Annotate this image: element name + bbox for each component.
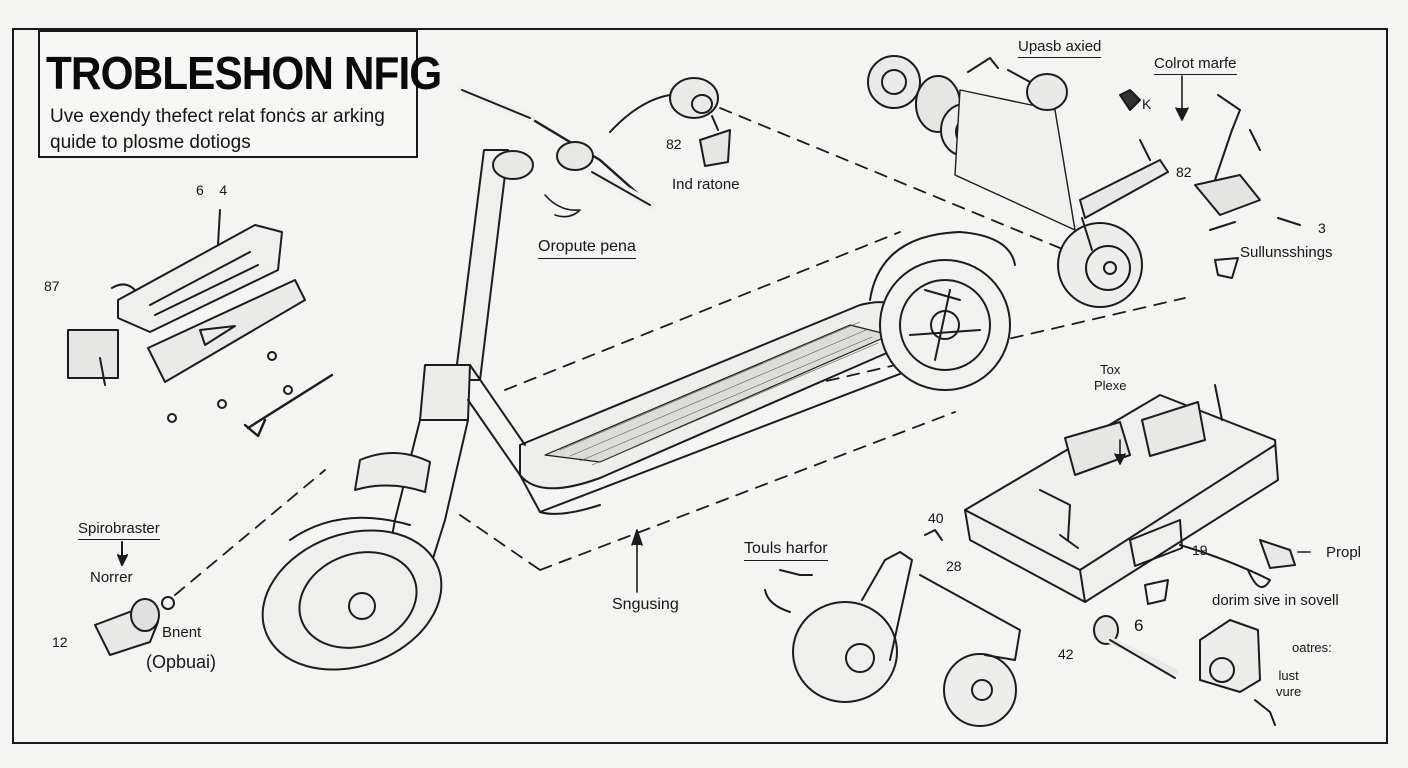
- battery-cover-part: [67, 209, 334, 438]
- callout-82-top: 82: [666, 136, 682, 152]
- bell-part: [609, 77, 731, 167]
- label-bnent: Bnent: [162, 624, 202, 641]
- caster-wheel: [1057, 89, 1301, 308]
- callout-40: 40: [928, 510, 944, 526]
- label-tox-plexe: Tox Plexe: [1094, 362, 1127, 393]
- handlebar: [457, 85, 655, 218]
- callout-6-4: 6 4: [196, 182, 228, 198]
- label-lust-vure: lust vure: [1276, 668, 1302, 699]
- label-ind-ratone: Ind ratone: [672, 176, 740, 193]
- label-norrer: Norrer: [90, 569, 133, 586]
- label-dorim-sive: dorim sive in sovell: [1212, 592, 1339, 609]
- connector-plug: [1093, 539, 1296, 726]
- title-panel: [38, 30, 418, 158]
- callout-12: 12: [52, 634, 68, 650]
- pointer-arrows: [631, 75, 1311, 593]
- label-propl: Propl: [1326, 544, 1362, 561]
- label-sullunsshings: Sullunsshings: [1240, 244, 1333, 261]
- callout-42: 42: [1058, 646, 1074, 662]
- label-oatres: oatres:: [1292, 640, 1332, 655]
- spindle-part: [94, 541, 175, 656]
- brake-caster-assembly: [764, 529, 1021, 727]
- front-wheel: [261, 516, 443, 671]
- page-subtitle: Uve exendy thefect relat fonċs ar arking…: [50, 106, 385, 153]
- scooter-deck: [519, 301, 911, 515]
- callout-3: 3: [1318, 220, 1326, 236]
- callout-28: 28: [946, 558, 962, 574]
- label-oropute-pena: Oropute pena: [538, 238, 636, 259]
- label-touls-harfor: Touls harfor: [744, 540, 828, 561]
- page-title: TROBLESHON NFIG: [46, 47, 442, 99]
- callout-k: K: [1142, 96, 1152, 112]
- diagram-frame: [12, 28, 1388, 744]
- rear-hub-parts: [867, 55, 1076, 231]
- label-spirobraster: Spirobraster: [78, 520, 160, 540]
- battery-pack: [964, 384, 1279, 605]
- callout-6: 6: [1134, 616, 1144, 635]
- label-sngusing: Sngusing: [612, 596, 679, 613]
- rear-wheel: [869, 231, 1016, 391]
- label-upasb-axied: Upasb axied: [1018, 38, 1102, 58]
- callout-19: 19: [1192, 542, 1208, 558]
- callout-82-right: 82: [1176, 164, 1192, 180]
- callout-87: 87: [44, 278, 60, 294]
- scooter-stem: [354, 149, 526, 601]
- label-colrot-marfe: Colrot marfe: [1154, 55, 1237, 75]
- label-opbuai: (Opbuai): [146, 652, 217, 672]
